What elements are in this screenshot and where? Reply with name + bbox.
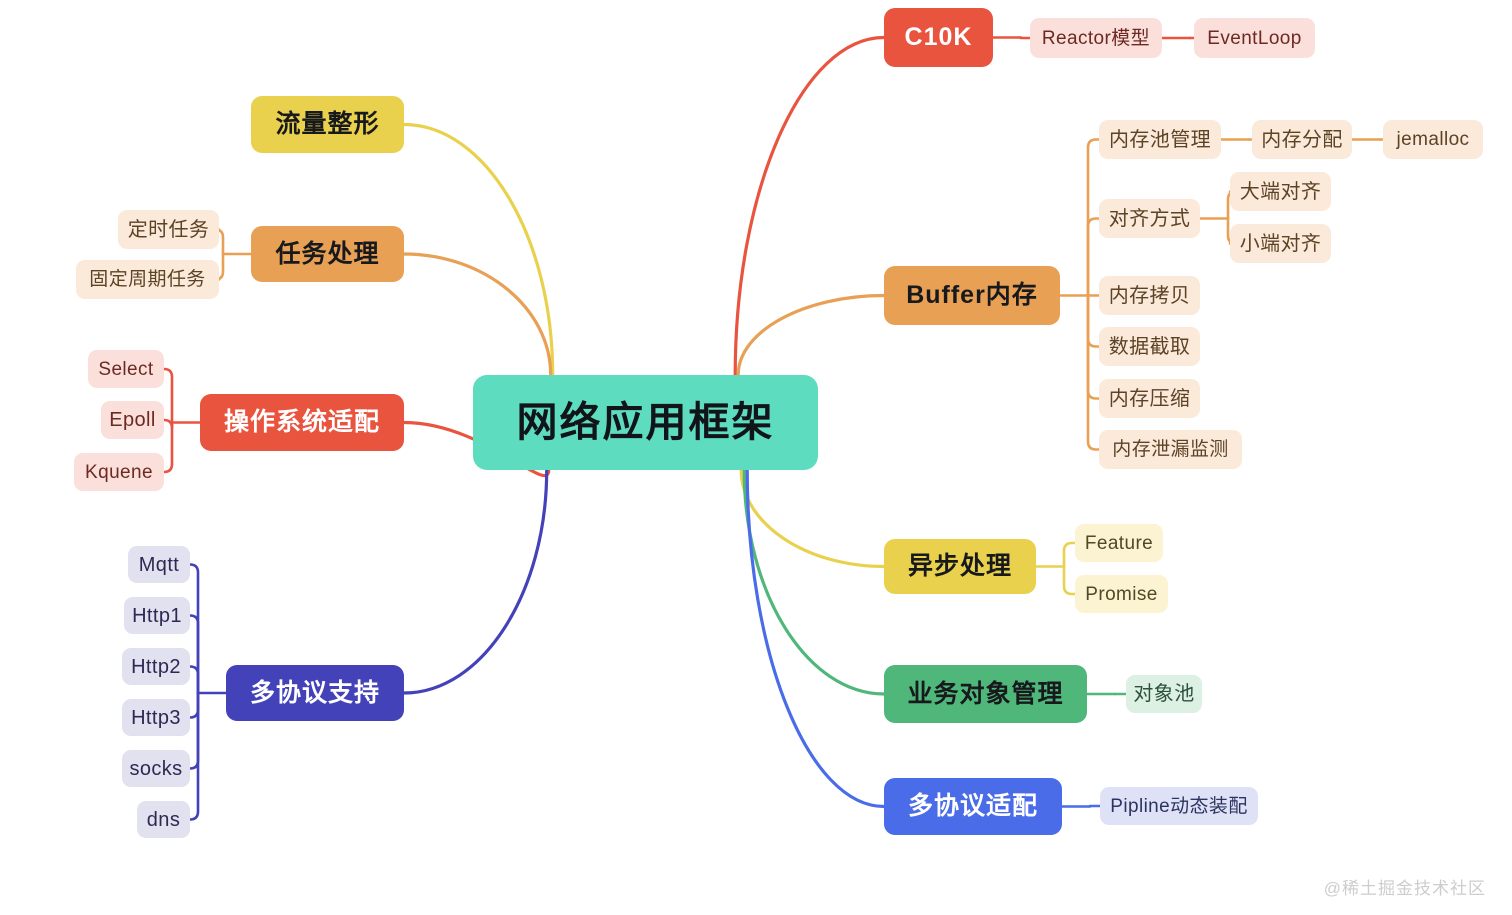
node-label: 内存拷贝 [1108, 284, 1191, 307]
leaf-node[interactable]: 内存拷贝 [1099, 276, 1200, 315]
node-label: Buffer内存 [906, 281, 1038, 309]
topic-node-multi-proto-support[interactable]: 多协议支持 [226, 665, 404, 721]
node-label: dns [146, 808, 181, 831]
connector-line [1062, 541, 1077, 568]
leaf-node[interactable]: 内存分配 [1252, 120, 1352, 159]
leaf-node[interactable]: Promise [1075, 575, 1168, 613]
connector-line [188, 563, 200, 695]
leaf-node[interactable]: 小端对齐 [1230, 224, 1331, 263]
leaf-node[interactable]: Mqtt [128, 546, 190, 583]
leaf-node[interactable]: Epoll [101, 401, 164, 439]
leaf-node[interactable]: 数据截取 [1099, 327, 1200, 366]
connector-line [1086, 294, 1101, 400]
topic-node-async[interactable]: 异步处理 [884, 539, 1036, 594]
node-label: 任务处理 [275, 239, 380, 268]
leaf-node[interactable]: Kquene [74, 453, 164, 491]
node-label: Http1 [132, 604, 182, 627]
connector-line [1062, 565, 1077, 596]
leaf-node[interactable]: EventLoop [1194, 18, 1315, 58]
leaf-node[interactable]: Feature [1075, 524, 1163, 562]
node-label: C10K [904, 23, 973, 51]
leaf-node[interactable]: Http3 [122, 699, 190, 736]
topic-node-os-adapt[interactable]: 操作系统适配 [200, 394, 404, 451]
leaf-node[interactable]: Select [88, 350, 164, 388]
leaf-node[interactable]: 内存池管理 [1099, 120, 1221, 159]
leaf-node[interactable]: 内存压缩 [1099, 379, 1200, 418]
leaf-node[interactable]: 对象池 [1126, 675, 1202, 713]
topic-node-c10k[interactable]: C10K [884, 8, 993, 67]
topic-node-traffic-shaping[interactable]: 流量整形 [251, 96, 404, 153]
leaf-node[interactable]: 对齐方式 [1099, 199, 1200, 238]
leaf-node[interactable]: 大端对齐 [1230, 172, 1331, 211]
node-label: Epoll [109, 409, 156, 431]
topic-node-task-handling[interactable]: 任务处理 [251, 226, 404, 282]
node-label: Mqtt [138, 553, 180, 576]
node-label: Http3 [131, 706, 181, 729]
leaf-node[interactable]: Pipline动态装配 [1100, 787, 1258, 825]
connector-line [162, 418, 174, 430]
connector-line [1086, 217, 1101, 297]
connector-line [188, 691, 200, 821]
node-label: 定时任务 [127, 218, 210, 241]
connector-line [162, 367, 174, 424]
leaf-node[interactable]: socks [122, 750, 190, 787]
connector-line [742, 468, 886, 696]
connector-line [736, 293, 886, 377]
node-label: 操作系统适配 [223, 408, 380, 436]
connector-line [188, 614, 200, 695]
node-label: Feature [1084, 532, 1154, 554]
connector-line [162, 421, 174, 474]
node-label: 对齐方式 [1108, 207, 1191, 230]
node-label: 固定周期任务 [89, 269, 206, 290]
connector-line [188, 691, 200, 770]
node-label: 网络应用框架 [516, 399, 775, 445]
node-label: 大端对齐 [1239, 180, 1322, 203]
node-label: Kquene [85, 461, 153, 483]
connector-line [402, 468, 549, 695]
connector-line [188, 691, 200, 719]
node-label: 流量整形 [275, 110, 380, 138]
connector-line [733, 35, 886, 377]
node-label: 内存泄漏监测 [1112, 439, 1229, 460]
leaf-node[interactable]: 固定周期任务 [76, 260, 219, 299]
node-label: 对象池 [1133, 683, 1195, 705]
node-label: EventLoop [1207, 27, 1302, 49]
node-label: 内存分配 [1261, 128, 1343, 151]
node-label: 数据截取 [1108, 335, 1191, 358]
connector-line [402, 252, 553, 377]
leaf-node[interactable]: 内存泄漏监测 [1099, 430, 1242, 469]
node-label: socks [129, 757, 183, 780]
connector-line [1086, 294, 1101, 451]
node-label: 多协议适配 [907, 792, 1038, 820]
connector-line [745, 468, 886, 809]
node-label: Promise [1085, 583, 1158, 605]
node-label: 内存池管理 [1109, 128, 1211, 151]
connector-line [739, 468, 886, 569]
connector-line [402, 122, 555, 377]
node-label: 异步处理 [907, 552, 1012, 580]
node-label: 小端对齐 [1239, 232, 1322, 255]
node-label: Pipline动态装配 [1110, 795, 1248, 817]
leaf-node[interactable]: Http1 [124, 597, 190, 634]
topic-node-multi-proto-adapt[interactable]: 多协议适配 [884, 778, 1062, 835]
watermark-label: @稀土掘金技术社区 [1323, 879, 1486, 898]
topic-node-buffer[interactable]: Buffer内存 [884, 266, 1060, 325]
leaf-node[interactable]: 定时任务 [118, 210, 219, 249]
node-label: 内存压缩 [1108, 387, 1191, 410]
root-node[interactable]: 网络应用框架 [473, 375, 818, 470]
node-label: jemalloc [1396, 129, 1470, 150]
leaf-node[interactable]: Http2 [122, 648, 190, 685]
node-label: 多协议支持 [249, 678, 380, 707]
leaf-node[interactable]: jemalloc [1383, 120, 1483, 159]
connector-line [188, 665, 200, 695]
node-label: Http2 [131, 655, 181, 678]
node-label: Select [98, 358, 154, 380]
node-label: Reactor模型 [1041, 27, 1151, 49]
connector-line [1086, 294, 1101, 348]
topic-node-biz-object[interactable]: 业务对象管理 [884, 665, 1087, 723]
leaf-node[interactable]: Reactor模型 [1030, 18, 1162, 58]
node-label: 业务对象管理 [907, 679, 1064, 708]
leaf-node[interactable]: dns [137, 801, 190, 838]
connector-line [1086, 138, 1101, 297]
